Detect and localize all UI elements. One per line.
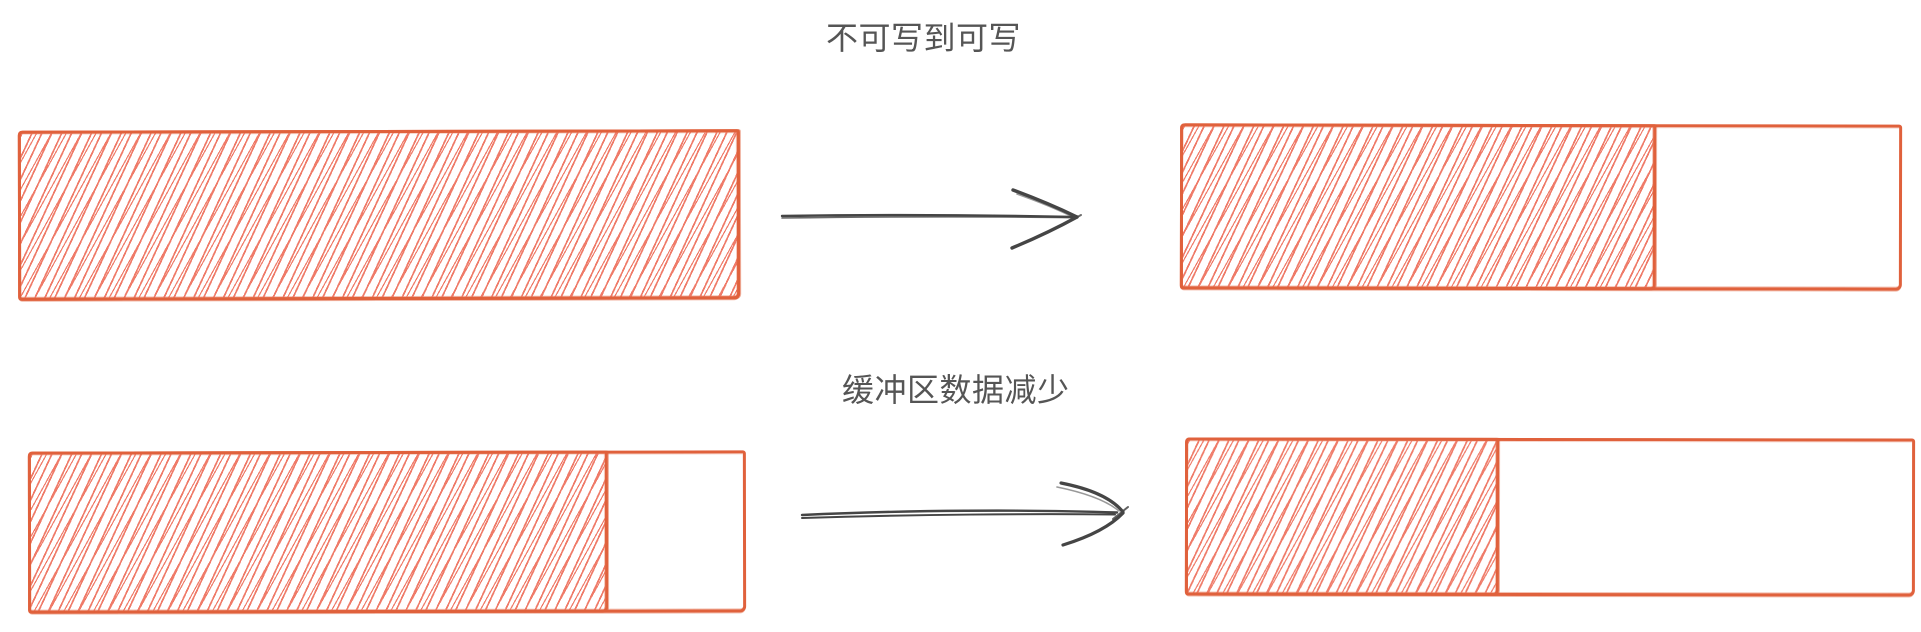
bottom-row-title: 缓冲区数据减少 [842,372,1070,408]
buffer-filled-region [1184,437,1500,596]
buffer-rect-bottom-before [27,450,747,614]
buffer-rect-top-after [1179,123,1903,291]
buffer-filled-region [27,450,608,614]
top-row-title: 不可写到可写 [826,20,1022,56]
right-arrow-icon [800,481,1129,547]
buffer-filled-region [1179,123,1656,291]
right-arrow-icon [780,188,1082,250]
buffer-rect-top-before [17,129,741,301]
buffer-rect-bottom-after [1184,437,1916,597]
buffer-filled-region [17,129,741,301]
